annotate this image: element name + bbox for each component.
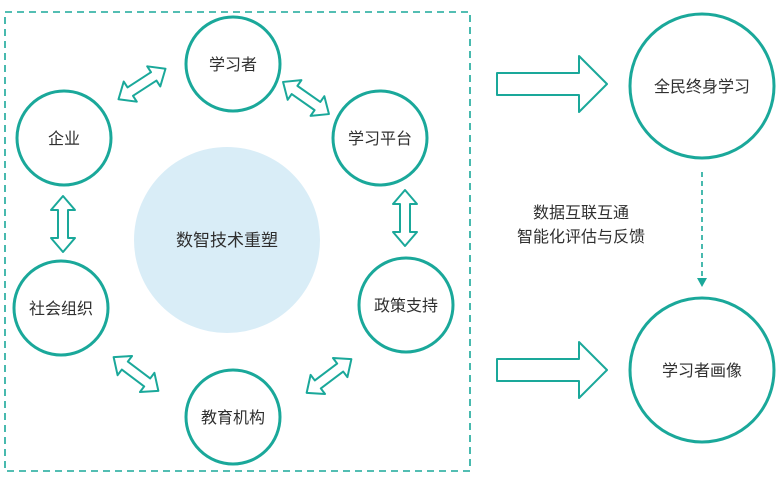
node-policy-support-label: 政策支持 <box>374 296 438 315</box>
block-arrow-to-learner-profile <box>496 341 608 399</box>
node-social-organization: 社会组织 <box>12 259 110 357</box>
outcome-learner-profile: 学习者画像 <box>628 296 776 444</box>
node-enterprise: 企业 <box>15 89 113 187</box>
node-social-organization-label: 社会组织 <box>29 299 93 318</box>
node-policy-support: 政策支持 <box>357 256 455 354</box>
node-learner: 学习者 <box>184 15 282 113</box>
caption-line-2: 智能化评估与反馈 <box>517 227 645 246</box>
double-arrow-platform-policy <box>392 189 418 247</box>
outcome-lifelong-learning-label: 全民终身学习 <box>654 77 750 96</box>
node-learner-label: 学习者 <box>209 55 257 74</box>
node-learning-platform: 学习平台 <box>331 89 429 187</box>
block-arrow-to-lifelong-learning <box>496 55 608 113</box>
node-education-institution: 教育机构 <box>184 368 282 466</box>
double-arrow-learner-platform <box>282 79 330 117</box>
outcome-learner-profile-label: 学习者画像 <box>662 361 742 380</box>
double-arrow-institution-social <box>112 354 160 394</box>
center-label: 数智技术重塑 <box>176 231 278 251</box>
outcome-lifelong-learning: 全民终身学习 <box>628 12 776 160</box>
node-education-institution-label: 教育机构 <box>201 408 265 427</box>
center-circle <box>134 147 320 333</box>
double-arrow-social-enterprise <box>50 195 76 253</box>
caption-line-1: 数据互联互通 <box>533 203 629 222</box>
double-arrow-policy-institution <box>305 356 353 396</box>
double-arrow-enterprise-learner <box>117 65 167 103</box>
node-enterprise-label: 企业 <box>48 129 80 148</box>
node-learning-platform-label: 学习平台 <box>348 129 412 148</box>
ecosystem-frame <box>4 11 471 472</box>
dashed-connector-arrowhead <box>697 278 707 287</box>
